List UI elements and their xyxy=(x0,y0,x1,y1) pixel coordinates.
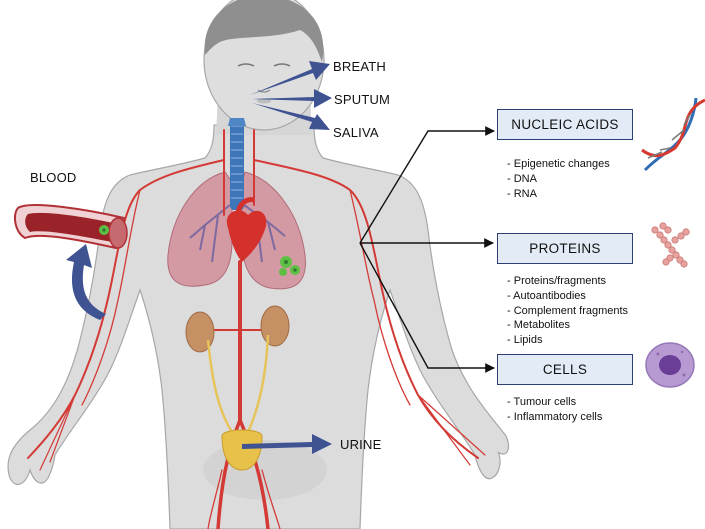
cell-icon xyxy=(645,342,695,388)
proteins-list: Proteins/fragments Autoantibodies Comple… xyxy=(507,274,628,348)
list-item: Metabolites xyxy=(507,318,628,333)
trachea-icon xyxy=(228,118,246,210)
label-sputum: SPUTUM xyxy=(334,92,391,107)
kidneys-icon xyxy=(185,305,290,433)
bladder-icon xyxy=(221,429,263,471)
cancer-cell-cluster-icon xyxy=(279,256,300,276)
breath-arrow xyxy=(250,61,330,95)
hair xyxy=(204,0,324,62)
collection-arrows xyxy=(66,61,332,454)
category-connectors xyxy=(359,126,495,373)
urine-arrow xyxy=(242,434,332,454)
list-item: RNA xyxy=(507,187,610,202)
category-box-cells: CELLS xyxy=(497,354,633,385)
list-item: Tumour cells xyxy=(507,395,602,410)
list-item: Inflammatory cells xyxy=(507,410,603,425)
list-item: DNA xyxy=(507,172,610,187)
saliva-arrow xyxy=(252,103,330,130)
label-urine: URINE xyxy=(340,437,382,452)
blood-arrow xyxy=(66,244,106,320)
label-saliva: SALIVA xyxy=(333,125,379,140)
list-item: Lipids xyxy=(507,333,628,348)
dna-helix-icon xyxy=(641,97,705,172)
blood-vessel-icon xyxy=(13,204,128,250)
list-item: Epigenetic changes xyxy=(507,157,610,172)
list-item: Proteins/fragments xyxy=(507,274,628,289)
list-item: Autoantibodies xyxy=(507,289,628,304)
nucleic-acids-list: Epigenetic changes DNA RNA xyxy=(507,157,610,201)
heart-icon xyxy=(226,197,267,262)
label-breath: BREATH xyxy=(333,59,386,74)
body-silhouette xyxy=(7,124,510,529)
label-blood: BLOOD xyxy=(30,170,77,185)
category-box-proteins: PROTEINS xyxy=(497,233,633,264)
category-box-nucleic-acids: NUCLEIC ACIDS xyxy=(497,109,633,140)
list-item: Complement fragments xyxy=(507,304,628,319)
cells-list: Tumour cells Inflammatory cells xyxy=(507,395,603,425)
sputum-arrow xyxy=(252,89,332,108)
protein-beads-icon xyxy=(651,222,690,268)
mouth xyxy=(257,98,271,104)
